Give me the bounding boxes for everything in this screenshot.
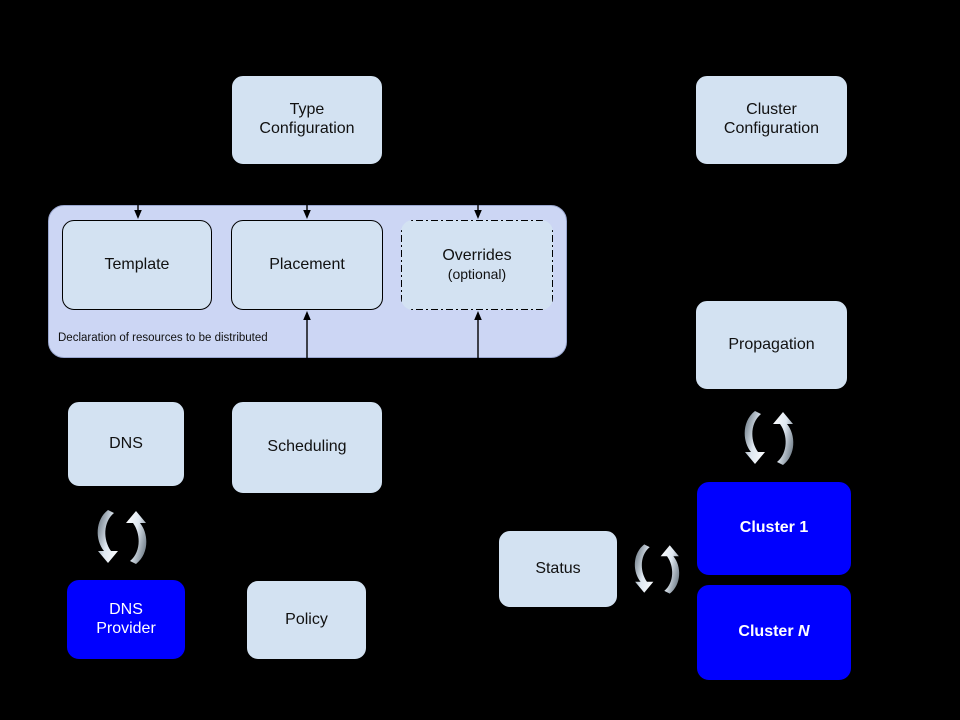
bidirectional-cycle-icon-propagation bbox=[744, 411, 794, 465]
node-scheduling-label: Scheduling bbox=[267, 438, 347, 456]
connector-type-config-to-overrides bbox=[474, 164, 482, 219]
node-propagation[interactable]: Propagation bbox=[695, 300, 848, 390]
connector-type-config-to-placement bbox=[303, 164, 311, 219]
node-cluster-configuration-text: Cluster Configuration bbox=[724, 101, 819, 139]
node-overrides-label: Overrides bbox=[442, 247, 512, 265]
node-dns-provider-text: DNS Provider bbox=[96, 601, 156, 639]
bidirectional-cycle-icon-dns bbox=[97, 510, 147, 564]
connector-policy-to-overrides bbox=[474, 311, 482, 360]
node-policy[interactable]: Policy bbox=[246, 580, 367, 660]
node-dns-provider-line1: DNS bbox=[109, 600, 143, 618]
node-dns-provider[interactable]: DNS Provider bbox=[67, 580, 185, 659]
node-cluster-configuration[interactable]: Cluster Configuration bbox=[695, 75, 848, 165]
node-cluster-n-text: Cluster N bbox=[738, 623, 809, 642]
node-cluster-configuration-line1: Cluster bbox=[746, 101, 797, 119]
bidirectional-cycle-icon-status bbox=[634, 544, 680, 594]
node-overrides[interactable]: Overrides (optional) bbox=[401, 220, 553, 310]
node-type-configuration[interactable]: Type Configuration bbox=[231, 75, 383, 165]
node-cluster-n-emphasis: N bbox=[798, 623, 810, 641]
node-overrides-text: Overrides (optional) bbox=[442, 247, 511, 282]
node-type-configuration-line1: Type bbox=[289, 101, 325, 119]
node-cluster-configuration-line2: Configuration bbox=[723, 120, 820, 137]
node-cluster-1-label: Cluster 1 bbox=[739, 519, 809, 537]
connector-type-config-to-template bbox=[134, 164, 142, 219]
node-dns[interactable]: DNS bbox=[67, 401, 185, 487]
node-template-label: Template bbox=[104, 255, 170, 273]
node-template[interactable]: Template bbox=[62, 220, 212, 310]
node-status-label: Status bbox=[535, 559, 581, 577]
node-cluster-n[interactable]: Cluster N bbox=[697, 585, 851, 680]
node-type-configuration-line2: Configuration bbox=[259, 120, 355, 137]
node-cluster-n-label: Cluster bbox=[738, 623, 798, 641]
node-placement-label: Placement bbox=[269, 255, 345, 273]
node-dns-label: DNS bbox=[109, 434, 143, 452]
node-status[interactable]: Status bbox=[498, 530, 618, 608]
connector-scheduling-to-placement bbox=[303, 311, 311, 360]
panel-caption-declaration: Declaration of resources to be distribut… bbox=[58, 332, 268, 344]
node-placement[interactable]: Placement bbox=[231, 220, 383, 310]
node-dns-provider-line2: Provider bbox=[96, 619, 156, 637]
node-cluster-1[interactable]: Cluster 1 bbox=[697, 482, 851, 575]
node-propagation-label: Propagation bbox=[728, 335, 815, 353]
node-overrides-sublabel: (optional) bbox=[447, 266, 507, 283]
node-scheduling[interactable]: Scheduling bbox=[231, 401, 383, 494]
node-type-configuration-text: Type Configuration bbox=[259, 101, 354, 139]
node-policy-label: Policy bbox=[285, 610, 328, 628]
